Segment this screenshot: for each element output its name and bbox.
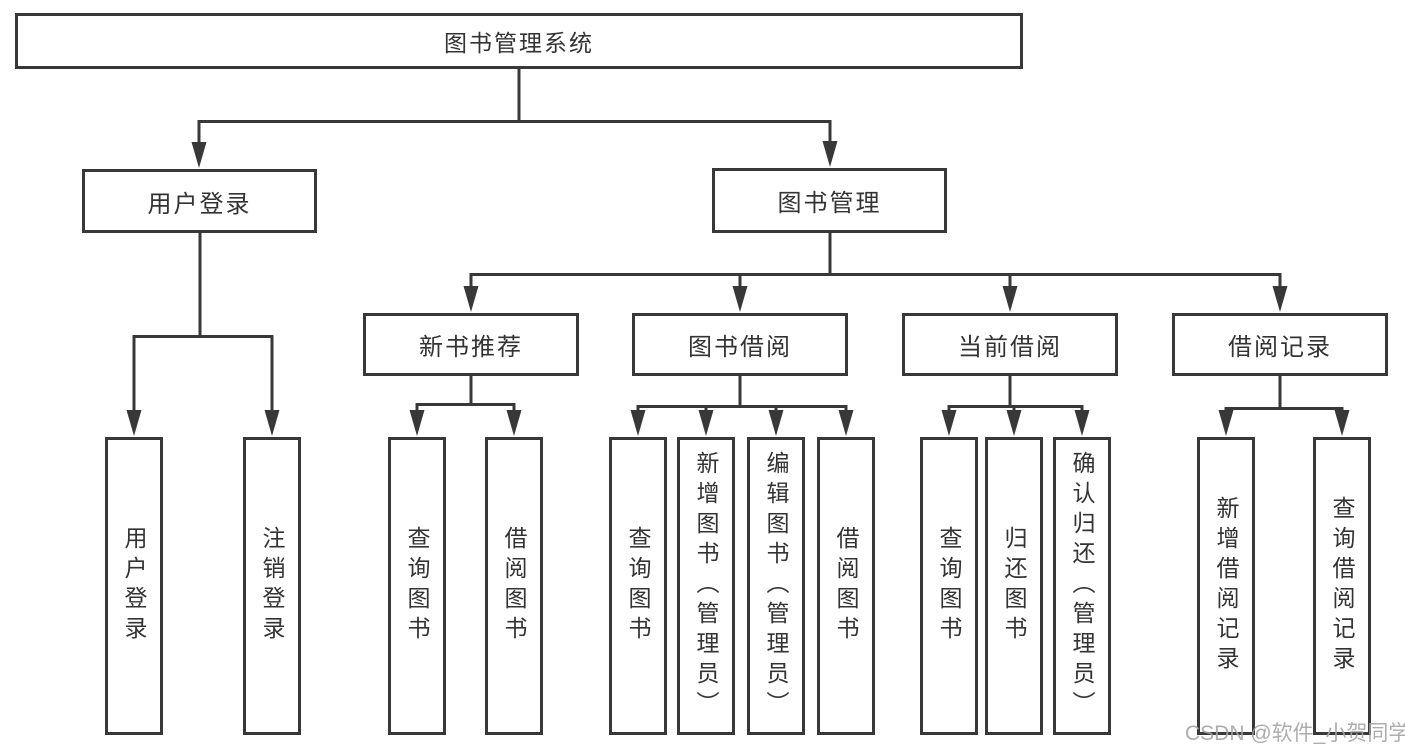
leaf-edit-books-admin: 编辑图书（管理员） bbox=[747, 437, 805, 735]
leaf-confirm-return-admin: 确认归还（管理员） bbox=[1053, 437, 1111, 735]
leaf-add-books-admin-label: 新增图书（管理员） bbox=[693, 451, 719, 721]
node-user-login: 用户登录 bbox=[82, 169, 317, 233]
node-root-label: 图书管理系统 bbox=[444, 30, 594, 56]
leaf-current-query-books-label: 查询图书 bbox=[936, 526, 962, 646]
leaf-query-borrow-record-label: 查询借阅记录 bbox=[1329, 496, 1355, 676]
leaf-recommend-borrow-books-label: 借阅图书 bbox=[501, 526, 527, 646]
arrowheads bbox=[126, 141, 1350, 436]
node-book-management: 图书管理 bbox=[712, 168, 947, 233]
csdn-watermark: CSDN @软件_小贺同学 bbox=[1185, 722, 1405, 745]
leaf-add-borrow-record-label: 新增借阅记录 bbox=[1213, 496, 1239, 676]
node-new-book-recommend-label: 新书推荐 bbox=[419, 334, 523, 361]
node-book-borrow-label: 图书借阅 bbox=[688, 334, 792, 361]
node-book-management-label: 图书管理 bbox=[777, 190, 882, 217]
leaf-user-login-label: 用户登录 bbox=[121, 526, 147, 646]
leaf-borrow-query-books: 查询图书 bbox=[609, 437, 667, 735]
leaf-query-borrow-record: 查询借阅记录 bbox=[1313, 437, 1371, 735]
leaf-return-books: 归还图书 bbox=[985, 437, 1043, 735]
node-new-book-recommend: 新书推荐 bbox=[363, 313, 579, 376]
leaf-recommend-borrow-books: 借阅图书 bbox=[485, 437, 543, 735]
node-current-borrow-label: 当前借阅 bbox=[958, 334, 1062, 361]
leaf-borrow-query-books-label: 查询图书 bbox=[625, 526, 651, 646]
leaf-add-books-admin: 新增图书（管理员） bbox=[677, 437, 735, 735]
leaf-user-login: 用户登录 bbox=[105, 437, 163, 735]
leaf-current-query-books: 查询图书 bbox=[920, 437, 978, 735]
node-borrow-records-label: 借阅记录 bbox=[1228, 334, 1332, 361]
leaf-recommend-query-books: 查询图书 bbox=[388, 437, 446, 735]
leaf-logout-label: 注销登录 bbox=[259, 526, 285, 646]
leaf-logout: 注销登录 bbox=[243, 437, 301, 735]
leaf-confirm-return-admin-label: 确认归还（管理员） bbox=[1069, 451, 1095, 721]
node-user-login-label: 用户登录 bbox=[147, 190, 252, 218]
node-borrow-records: 借阅记录 bbox=[1172, 313, 1388, 376]
leaf-return-books-label: 归还图书 bbox=[1001, 526, 1027, 646]
leaf-recommend-query-books-label: 查询图书 bbox=[404, 526, 430, 646]
leaf-edit-books-admin-label: 编辑图书（管理员） bbox=[763, 451, 789, 721]
leaf-borrow-books: 借阅图书 bbox=[817, 437, 875, 735]
node-root: 图书管理系统 bbox=[15, 13, 1023, 69]
leaf-borrow-books-label: 借阅图书 bbox=[833, 526, 859, 646]
leaf-add-borrow-record: 新增借阅记录 bbox=[1197, 437, 1255, 735]
node-book-borrow: 图书借阅 bbox=[632, 313, 848, 376]
node-current-borrow: 当前借阅 bbox=[902, 313, 1118, 376]
